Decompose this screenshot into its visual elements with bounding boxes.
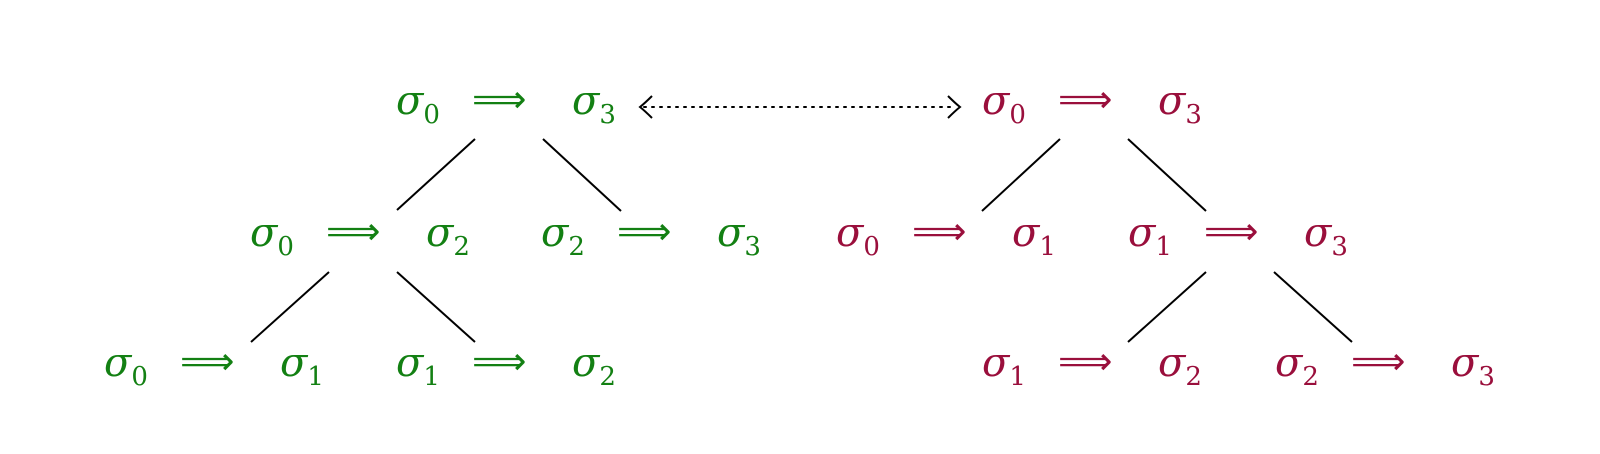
implies-arrow-icon: ⟹ (912, 209, 966, 253)
sigma-to: σ3 (717, 210, 761, 262)
sigma-from: σ2 (541, 210, 585, 262)
implies-arrow-icon: ⟹ (472, 77, 526, 121)
implies-arrow-icon: ⟹ (617, 209, 671, 253)
implies-arrow-icon: ⟹ (1204, 209, 1258, 253)
sigma-from: σ2 (1275, 340, 1319, 392)
right-edge-mid-to-right (1273, 271, 1353, 343)
sigma-to: σ2 (572, 340, 616, 392)
implies-arrow-icon: ⟹ (1058, 339, 1112, 383)
right-level1-node-1: σ0 ⟹ σ1 (836, 209, 1056, 262)
sigma-to: σ2 (1158, 340, 1202, 392)
implies-arrow-icon: ⟹ (472, 339, 526, 383)
sigma-from: σ0 (104, 340, 148, 392)
tree-edges (250, 138, 1353, 343)
sigma-to: σ2 (426, 210, 470, 262)
dotted-bidirectional-arrow (638, 95, 962, 119)
left-level1-node-2: σ2 ⟹ σ3 (541, 209, 761, 262)
left-level1-node-1: σ0 ⟹ σ2 (250, 209, 470, 262)
right-arrowhead-icon (947, 95, 962, 119)
implies-arrow-icon: ⟹ (180, 339, 234, 383)
sigma-from: σ1 (982, 340, 1026, 392)
sigma-from: σ1 (1128, 210, 1172, 262)
implies-arrow-icon: ⟹ (1351, 339, 1405, 383)
left-edge-root-to-left (396, 138, 476, 211)
sigma-from: σ1 (396, 340, 440, 392)
implies-arrow-icon: ⟹ (1058, 77, 1112, 121)
left-arrowhead-icon (638, 95, 653, 119)
sigma-to: σ3 (572, 78, 616, 130)
sigma-from: σ0 (982, 78, 1026, 130)
implies-arrow-icon: ⟹ (326, 209, 380, 253)
sigma-to: σ3 (1158, 78, 1202, 130)
right-level1-node-2: σ1 ⟹ σ3 (1128, 209, 1348, 262)
right-edge-mid-to-left (1127, 271, 1207, 343)
sigma-from: σ0 (396, 78, 440, 130)
right-root-node: σ0 ⟹ σ3 (982, 77, 1202, 130)
sigma-from: σ0 (836, 210, 880, 262)
sigma-to: σ1 (1012, 210, 1056, 262)
sigma-to: σ3 (1304, 210, 1348, 262)
right-edge-root-to-right (1127, 138, 1207, 212)
left-edge-mid-to-left (250, 271, 330, 343)
left-level2-node-2: σ1 ⟹ σ2 (396, 339, 616, 392)
left-edge-root-to-right (542, 138, 622, 212)
left-edge-mid-to-right (396, 271, 476, 343)
sigma-from: σ0 (250, 210, 294, 262)
right-level2-node-1: σ1 ⟹ σ2 (982, 339, 1202, 392)
sigma-to: σ3 (1451, 340, 1495, 392)
left-root-node: σ0 ⟹ σ3 (396, 77, 616, 130)
sigma-to: σ1 (280, 340, 324, 392)
right-level2-node-2: σ2 ⟹ σ3 (1275, 339, 1495, 392)
left-level2-node-1: σ0 ⟹ σ1 (104, 339, 324, 392)
right-edge-root-to-left (981, 138, 1061, 212)
